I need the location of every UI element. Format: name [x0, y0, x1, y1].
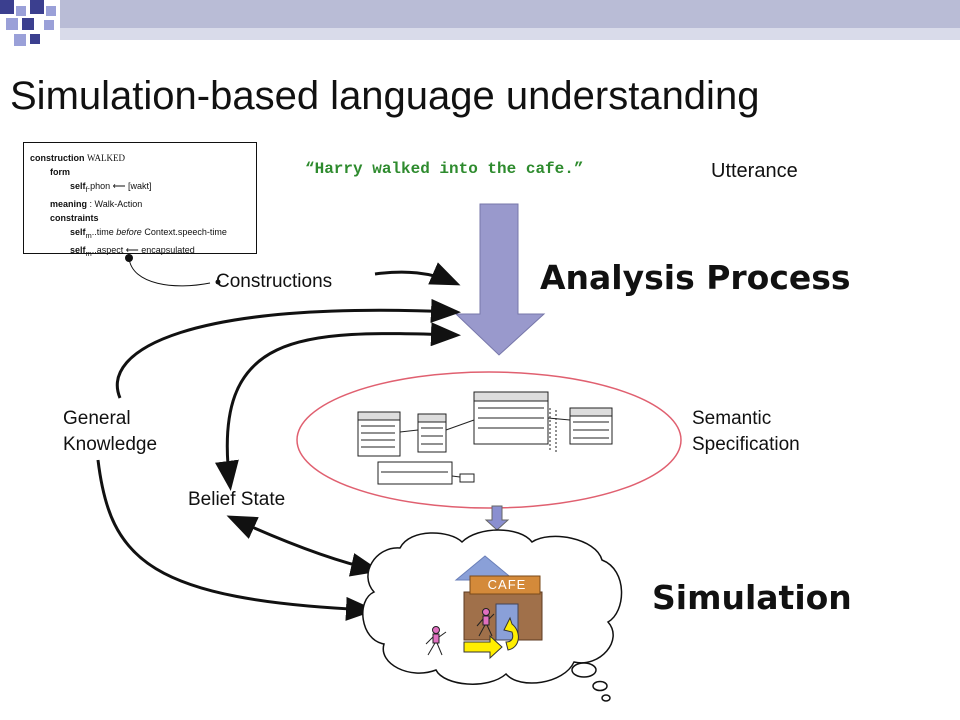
semantic-specification-label: Semantic Specification — [692, 406, 800, 458]
meaning-value: : Walk-Action — [89, 198, 143, 209]
time: ..time — [91, 226, 114, 237]
turn-arrow — [503, 616, 519, 651]
context: Context.speech-time — [144, 226, 227, 237]
analysis-arrow — [454, 203, 546, 356]
person-figure — [425, 608, 495, 656]
self-m-2: self — [70, 244, 86, 255]
general-knowledge-line-2: Knowledge — [63, 434, 158, 455]
semantic-spec-line-2: Specification — [692, 434, 800, 455]
meaning-keyword: meaning — [50, 198, 88, 209]
analysis-process-label: Analysis Process — [540, 258, 851, 297]
constraints-keyword: constraints — [50, 212, 99, 223]
construction-keyword: construction — [30, 153, 85, 163]
semantic-spec-ellipse — [296, 371, 682, 509]
general-knowledge-arrow-up — [115, 298, 461, 399]
self-m: self — [70, 226, 86, 237]
construction-box: construction WALKED form selff.phon ⟵ [w… — [23, 142, 257, 258]
belief-state-arrow-up — [215, 322, 461, 491]
aspect: ..aspect — [91, 244, 124, 255]
utterance-text: “Harry walked into the cafe.” — [305, 160, 584, 178]
cafe-building — [454, 555, 543, 641]
general-knowledge-arrow-down — [96, 459, 376, 621]
general-knowledge-label: General Knowledge — [63, 406, 157, 458]
belief-state-arrow-down — [226, 515, 381, 577]
simulation-label: Simulation — [652, 578, 852, 617]
general-knowledge-line-1: General — [63, 408, 131, 429]
self-m-sub: m — [85, 230, 92, 240]
phon: .phon — [87, 181, 111, 191]
utterance-label: Utterance — [711, 160, 798, 182]
self-m-sub-2: m — [85, 248, 92, 258]
belief-state-label: Belief State — [188, 489, 286, 510]
page-title: Simulation-based language understanding — [10, 74, 760, 118]
semspec-to-simulation-arrow — [484, 505, 510, 531]
constructions-arrow — [374, 262, 461, 286]
walk-path-arrow — [463, 634, 503, 660]
semspec-schema — [357, 391, 613, 485]
semantic-spec-line-1: Semantic — [692, 408, 772, 429]
cafe-sign-text: CAFE — [487, 577, 527, 592]
constructions-label: Constructions — [216, 271, 333, 292]
self-f-sub: f — [85, 184, 88, 194]
before: before — [116, 226, 142, 237]
phon-value: [wakt] — [128, 181, 152, 191]
form-keyword: form — [50, 167, 70, 177]
self-f: self — [70, 181, 86, 191]
encapsulated: encapsulated — [141, 244, 195, 255]
construction-name: WALKED — [87, 153, 126, 163]
